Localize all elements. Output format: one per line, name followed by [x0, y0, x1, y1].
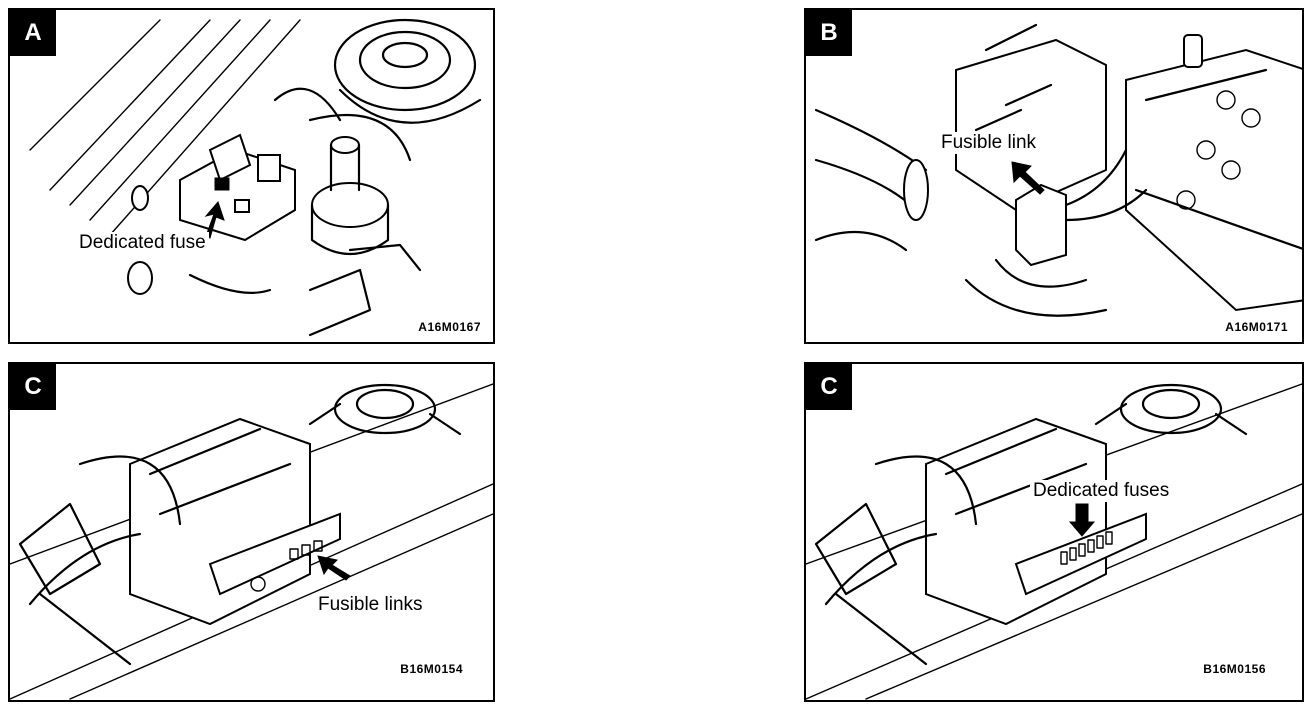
figure-code: A16M0171	[1225, 320, 1288, 334]
callout-label: Dedicated fuses	[1030, 480, 1173, 502]
engine-bay-illustration-b	[814, 23, 1302, 317]
engine-bay-illustration-a	[29, 18, 482, 337]
callout-arrow-c-right	[1068, 503, 1096, 537]
callout-arrow-a	[204, 201, 225, 239]
figure-code: A16M0167	[418, 320, 481, 334]
callout-arrow-c-left	[317, 555, 351, 581]
panel-letter: A	[10, 10, 56, 56]
callout-label: Fusible link	[938, 132, 1040, 154]
figure-code: B16M0154	[400, 662, 463, 676]
panel-c-right: C Dedicated fuses B16M0156	[804, 362, 1304, 702]
panel-letter: C	[10, 364, 56, 410]
callout-arrow-b	[1011, 161, 1045, 195]
panel-letter: B	[806, 10, 852, 56]
panel-letter: C	[806, 364, 852, 410]
callout-label: Dedicated fuse	[76, 232, 209, 254]
panel-c-left: C Fusible links B16M0154	[8, 362, 495, 702]
panel-b: B Fusible link A16M0171	[804, 8, 1304, 344]
engine-bay-illustration-c-right	[806, 383, 1302, 700]
callout-label: Fusible links	[315, 594, 426, 616]
panel-a: A Dedicated fuse A16M0167	[8, 8, 495, 344]
figure-code: B16M0156	[1203, 662, 1266, 676]
engine-bay-illustration-c-left	[10, 383, 493, 700]
